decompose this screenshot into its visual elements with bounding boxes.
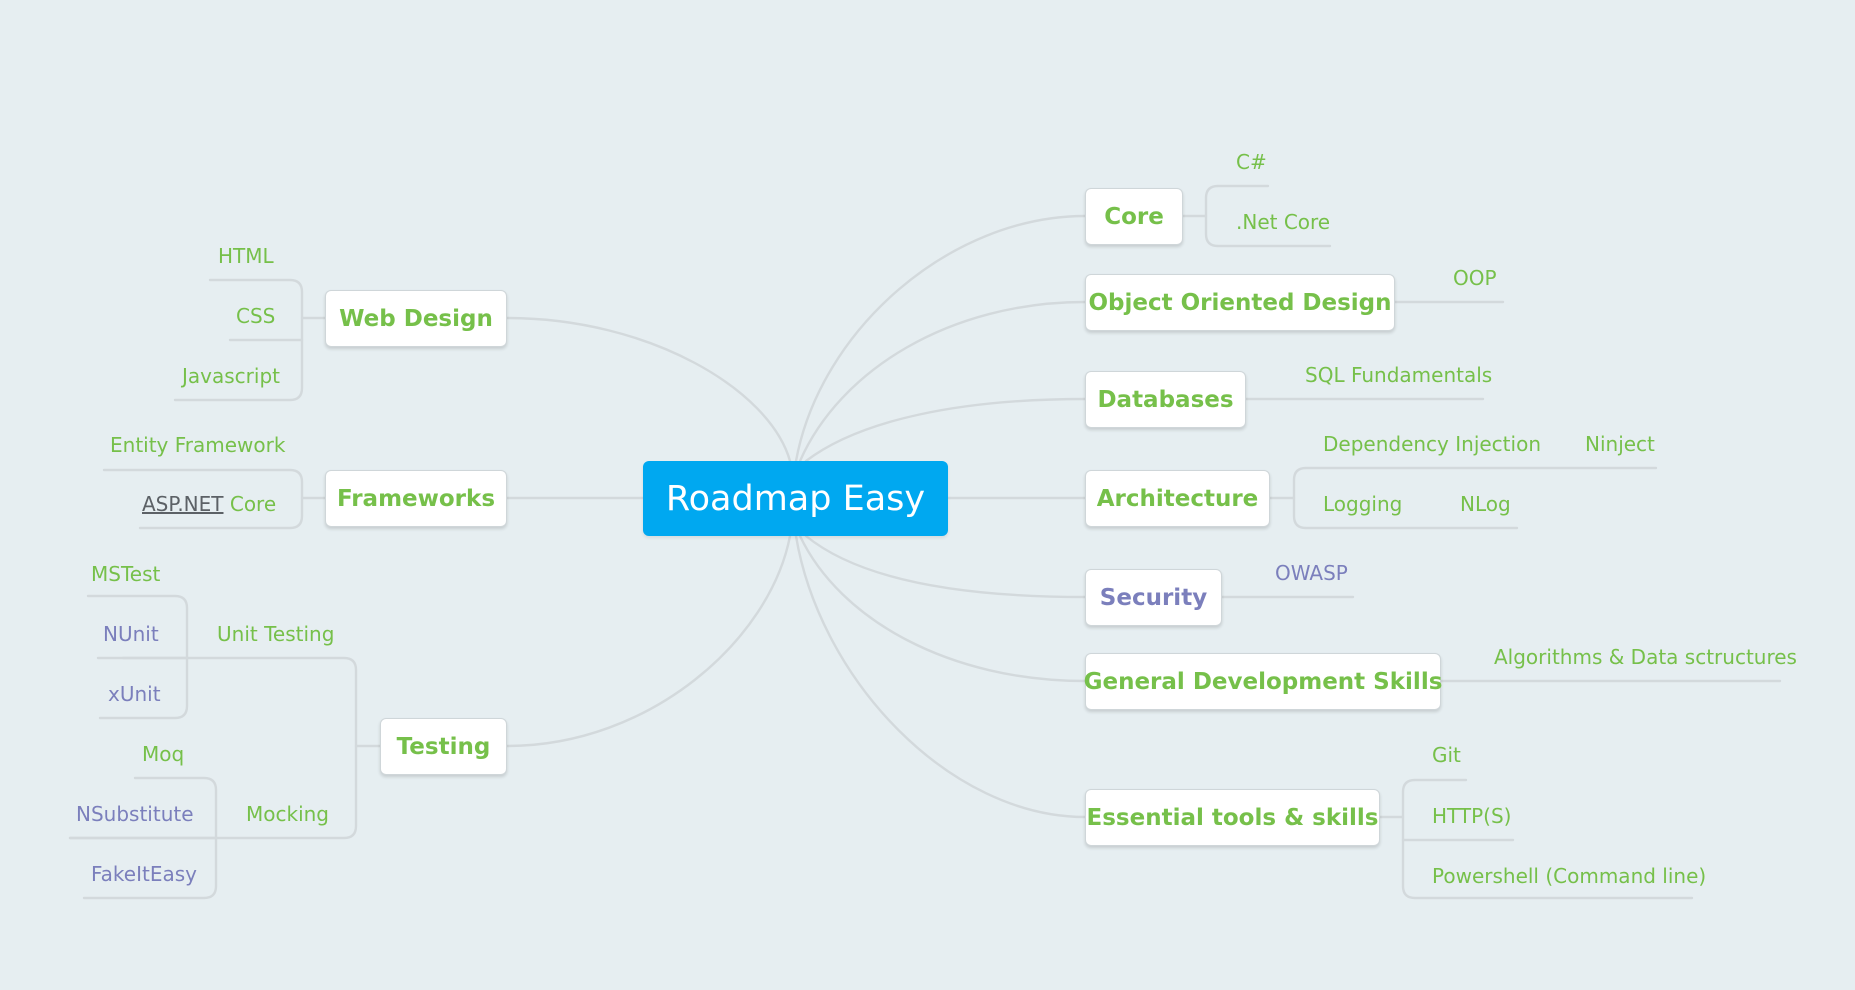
topic-testing[interactable]: Testing <box>380 718 507 775</box>
connector <box>804 534 1087 599</box>
topic-databases[interactable]: Databases <box>1085 371 1246 428</box>
aspnet-core-label: Core <box>229 492 277 516</box>
connector <box>794 534 1087 819</box>
connector <box>804 397 1087 463</box>
leaf-https[interactable]: HTTP(S) <box>1432 804 1512 828</box>
leaf-dependency-injection[interactable]: Dependency Injection <box>1323 432 1541 456</box>
connector <box>1292 466 1658 530</box>
leaf-entity-framework[interactable]: Entity Framework <box>110 433 286 457</box>
connector <box>102 468 304 530</box>
leaf-nlog[interactable]: NLog <box>1460 492 1511 516</box>
connector <box>68 656 358 840</box>
leaf-css[interactable]: CSS <box>236 304 276 328</box>
topic-core[interactable]: Core <box>1085 188 1183 245</box>
leaf-moq[interactable]: Moq <box>142 742 185 766</box>
connector <box>505 316 792 463</box>
leaf-owasp[interactable]: OWASP <box>1275 561 1348 585</box>
connector <box>505 534 792 748</box>
leaf-ninject[interactable]: Ninject <box>1585 432 1655 456</box>
connector <box>1204 184 1332 248</box>
topic-object-oriented-design[interactable]: Object Oriented Design <box>1085 274 1395 331</box>
central-topic[interactable]: Roadmap Easy <box>643 461 948 536</box>
leaf-oop[interactable]: OOP <box>1453 266 1497 290</box>
leaf-powershell[interactable]: Powershell (Command line) <box>1432 864 1707 888</box>
leaf-git[interactable]: Git <box>1432 743 1461 767</box>
topic-security[interactable]: Security <box>1085 569 1222 626</box>
connector <box>798 534 1087 683</box>
leaf-html[interactable]: HTML <box>218 244 274 268</box>
topic-frameworks[interactable]: Frameworks <box>325 470 507 527</box>
leaf-mstest[interactable]: MSTest <box>91 562 161 586</box>
topic-essential-tools[interactable]: Essential tools & skills <box>1085 789 1380 846</box>
leaf-xunit[interactable]: xUnit <box>108 682 161 706</box>
leaf-javascript[interactable]: Javascript <box>182 364 280 388</box>
topic-web-design[interactable]: Web Design <box>325 290 507 347</box>
leaf-unit-testing[interactable]: Unit Testing <box>217 622 335 646</box>
leaf-sql-fundamentals[interactable]: SQL Fundamentals <box>1305 363 1493 387</box>
leaf-csharp[interactable]: C# <box>1236 150 1267 174</box>
leaf-algorithms[interactable]: Algorithms & Data sctructures <box>1494 645 1797 669</box>
topic-architecture[interactable]: Architecture <box>1085 470 1270 527</box>
leaf-logging[interactable]: Logging <box>1323 492 1403 516</box>
leaf-fakeiteasy[interactable]: FakeItEasy <box>91 862 197 886</box>
leaf-mocking[interactable]: Mocking <box>246 802 329 826</box>
leaf-aspnet-core[interactable]: ASP.NET Core <box>142 492 276 516</box>
topic-general-development-skills[interactable]: General Development Skills <box>1084 653 1442 710</box>
leaf-nsubstitute[interactable]: NSubstitute <box>76 802 194 826</box>
leaf-net-core[interactable]: .Net Core <box>1236 210 1331 234</box>
leaf-nunit[interactable]: NUnit <box>103 622 159 646</box>
connector <box>798 300 1087 463</box>
connector <box>794 214 1087 463</box>
aspnet-link[interactable]: ASP.NET <box>142 492 224 516</box>
